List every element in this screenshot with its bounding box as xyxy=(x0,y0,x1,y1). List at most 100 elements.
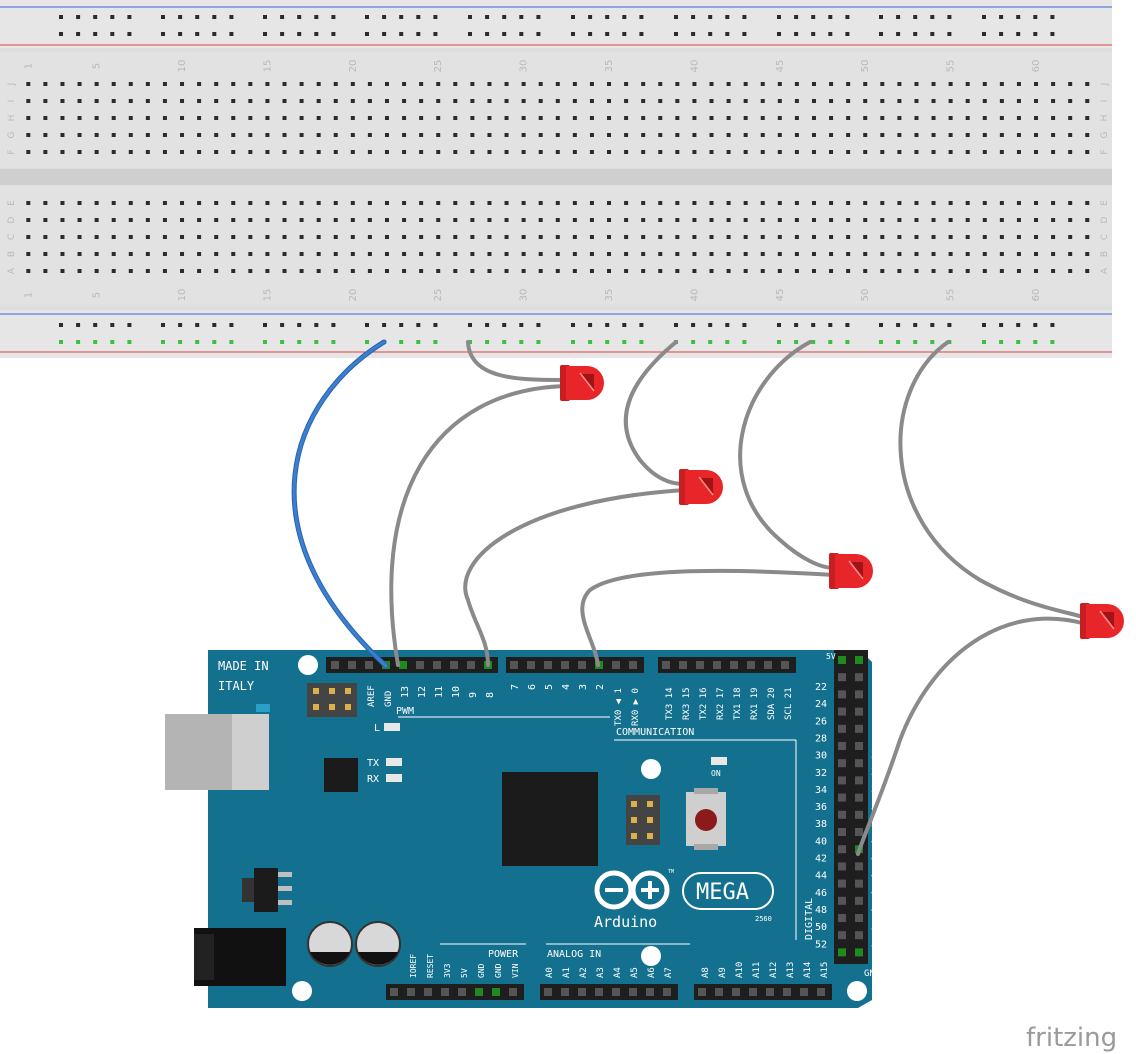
column-number: 45 xyxy=(775,289,786,302)
breadboard-hole xyxy=(607,133,612,137)
breadboard-hole xyxy=(60,218,65,222)
header-pin xyxy=(450,661,458,669)
reset-button[interactable] xyxy=(686,788,726,850)
breadboard-hole xyxy=(111,252,116,256)
breadboard-hole xyxy=(555,116,560,120)
header-pin xyxy=(749,988,757,996)
breadboard-hole xyxy=(1051,133,1056,137)
breadboard-hole xyxy=(180,218,185,222)
column-number: 15 xyxy=(262,60,273,73)
rail-hole xyxy=(777,340,781,344)
breadboard-hole xyxy=(453,269,458,273)
wires xyxy=(291,339,1088,856)
row-letter: J xyxy=(1100,83,1110,87)
breadboard-hole xyxy=(675,82,680,86)
pin-label: 45 xyxy=(871,870,883,881)
breadboard-hole xyxy=(709,252,714,256)
breadboard-hole xyxy=(829,218,834,222)
breadboard-hole xyxy=(180,269,185,273)
breadboard-hole xyxy=(914,99,919,103)
breadboard-hole xyxy=(282,252,287,256)
breadboard-hole xyxy=(419,201,424,205)
breadboard-hole xyxy=(1085,150,1090,154)
pin-label: SDA 20 xyxy=(767,687,777,720)
rail-hole xyxy=(622,32,627,36)
pin-label: A4 xyxy=(613,967,623,978)
breadboard-hole xyxy=(43,235,48,239)
breadboard-hole xyxy=(282,201,287,205)
pin-label: 35 xyxy=(871,784,883,795)
rail-hole xyxy=(280,323,285,327)
header-pin xyxy=(838,879,846,888)
breadboard-hole xyxy=(145,99,150,103)
pin-label: 49 xyxy=(871,904,883,915)
rail-hole xyxy=(742,15,747,19)
breadboard-hole xyxy=(829,150,834,154)
breadboard-hole xyxy=(367,116,372,120)
breadboard-hole xyxy=(94,116,99,120)
rail-hole xyxy=(674,15,678,19)
pin-label: A15 xyxy=(820,962,830,978)
breadboard-hole xyxy=(1085,133,1090,137)
rail-hole xyxy=(93,32,98,36)
breadboard-hole xyxy=(214,252,219,256)
breadboard-hole xyxy=(316,150,321,154)
breadboard-hole xyxy=(658,133,663,137)
pin-label: 2 xyxy=(595,684,606,690)
breadboard-hole xyxy=(1051,82,1056,86)
breadboard-hole xyxy=(777,116,782,120)
column-number: 55 xyxy=(946,289,957,302)
rail-hole xyxy=(416,323,421,327)
breadboard-hole xyxy=(1034,150,1039,154)
rail-hole xyxy=(212,15,217,19)
breadboard-hole xyxy=(333,201,338,205)
breadboard-hole xyxy=(555,218,560,222)
header-pin xyxy=(578,988,586,996)
breadboard-hole xyxy=(419,235,424,239)
header-pin xyxy=(817,988,825,996)
breadboard-hole xyxy=(26,133,31,137)
breadboard-hole xyxy=(77,252,82,256)
breadboard-hole xyxy=(197,218,202,222)
rail-hole xyxy=(59,32,63,36)
rail-hole xyxy=(982,323,986,327)
red-led xyxy=(1080,603,1124,639)
breadboard-hole xyxy=(282,99,287,103)
rail-hole xyxy=(913,340,918,344)
rail-hole xyxy=(742,32,747,36)
rail-hole xyxy=(930,340,935,344)
column-number: 60 xyxy=(1031,289,1042,302)
breadboard-hole xyxy=(487,82,492,86)
breadboard-hole xyxy=(624,133,629,137)
mounting-hole xyxy=(641,759,661,779)
breadboard-hole xyxy=(880,99,885,103)
breadboard-hole xyxy=(675,133,680,137)
rx-label: RX xyxy=(367,774,379,785)
breadboard-hole xyxy=(965,116,970,120)
breadboard-hole xyxy=(94,150,99,154)
breadboard-hole xyxy=(726,269,731,273)
header-pin xyxy=(838,759,846,768)
rail-hole xyxy=(828,15,833,19)
breadboard-hole xyxy=(965,201,970,205)
pin-label: TX1 18 xyxy=(733,687,743,720)
header-pin xyxy=(855,948,863,957)
breadboard-hole xyxy=(214,150,219,154)
breadboard-hole xyxy=(555,150,560,154)
pin-label: RX1 19 xyxy=(750,687,760,720)
breadboard-hole xyxy=(367,133,372,137)
breadboard-hole xyxy=(367,218,372,222)
breadboard-hole xyxy=(43,82,48,86)
rail-hole xyxy=(280,340,285,344)
breadboard-hole xyxy=(197,82,202,86)
breadboard-hole xyxy=(282,235,287,239)
rail-hole xyxy=(365,15,369,19)
column-number: 35 xyxy=(604,60,615,73)
breadboard-hole xyxy=(402,235,407,239)
breadboard-hole xyxy=(846,82,851,86)
breadboard-hole xyxy=(607,150,612,154)
breadboard-hole xyxy=(794,133,799,137)
breadboard-hole xyxy=(487,99,492,103)
italy-label: ITALY xyxy=(218,679,255,693)
breadboard-hole xyxy=(829,116,834,120)
